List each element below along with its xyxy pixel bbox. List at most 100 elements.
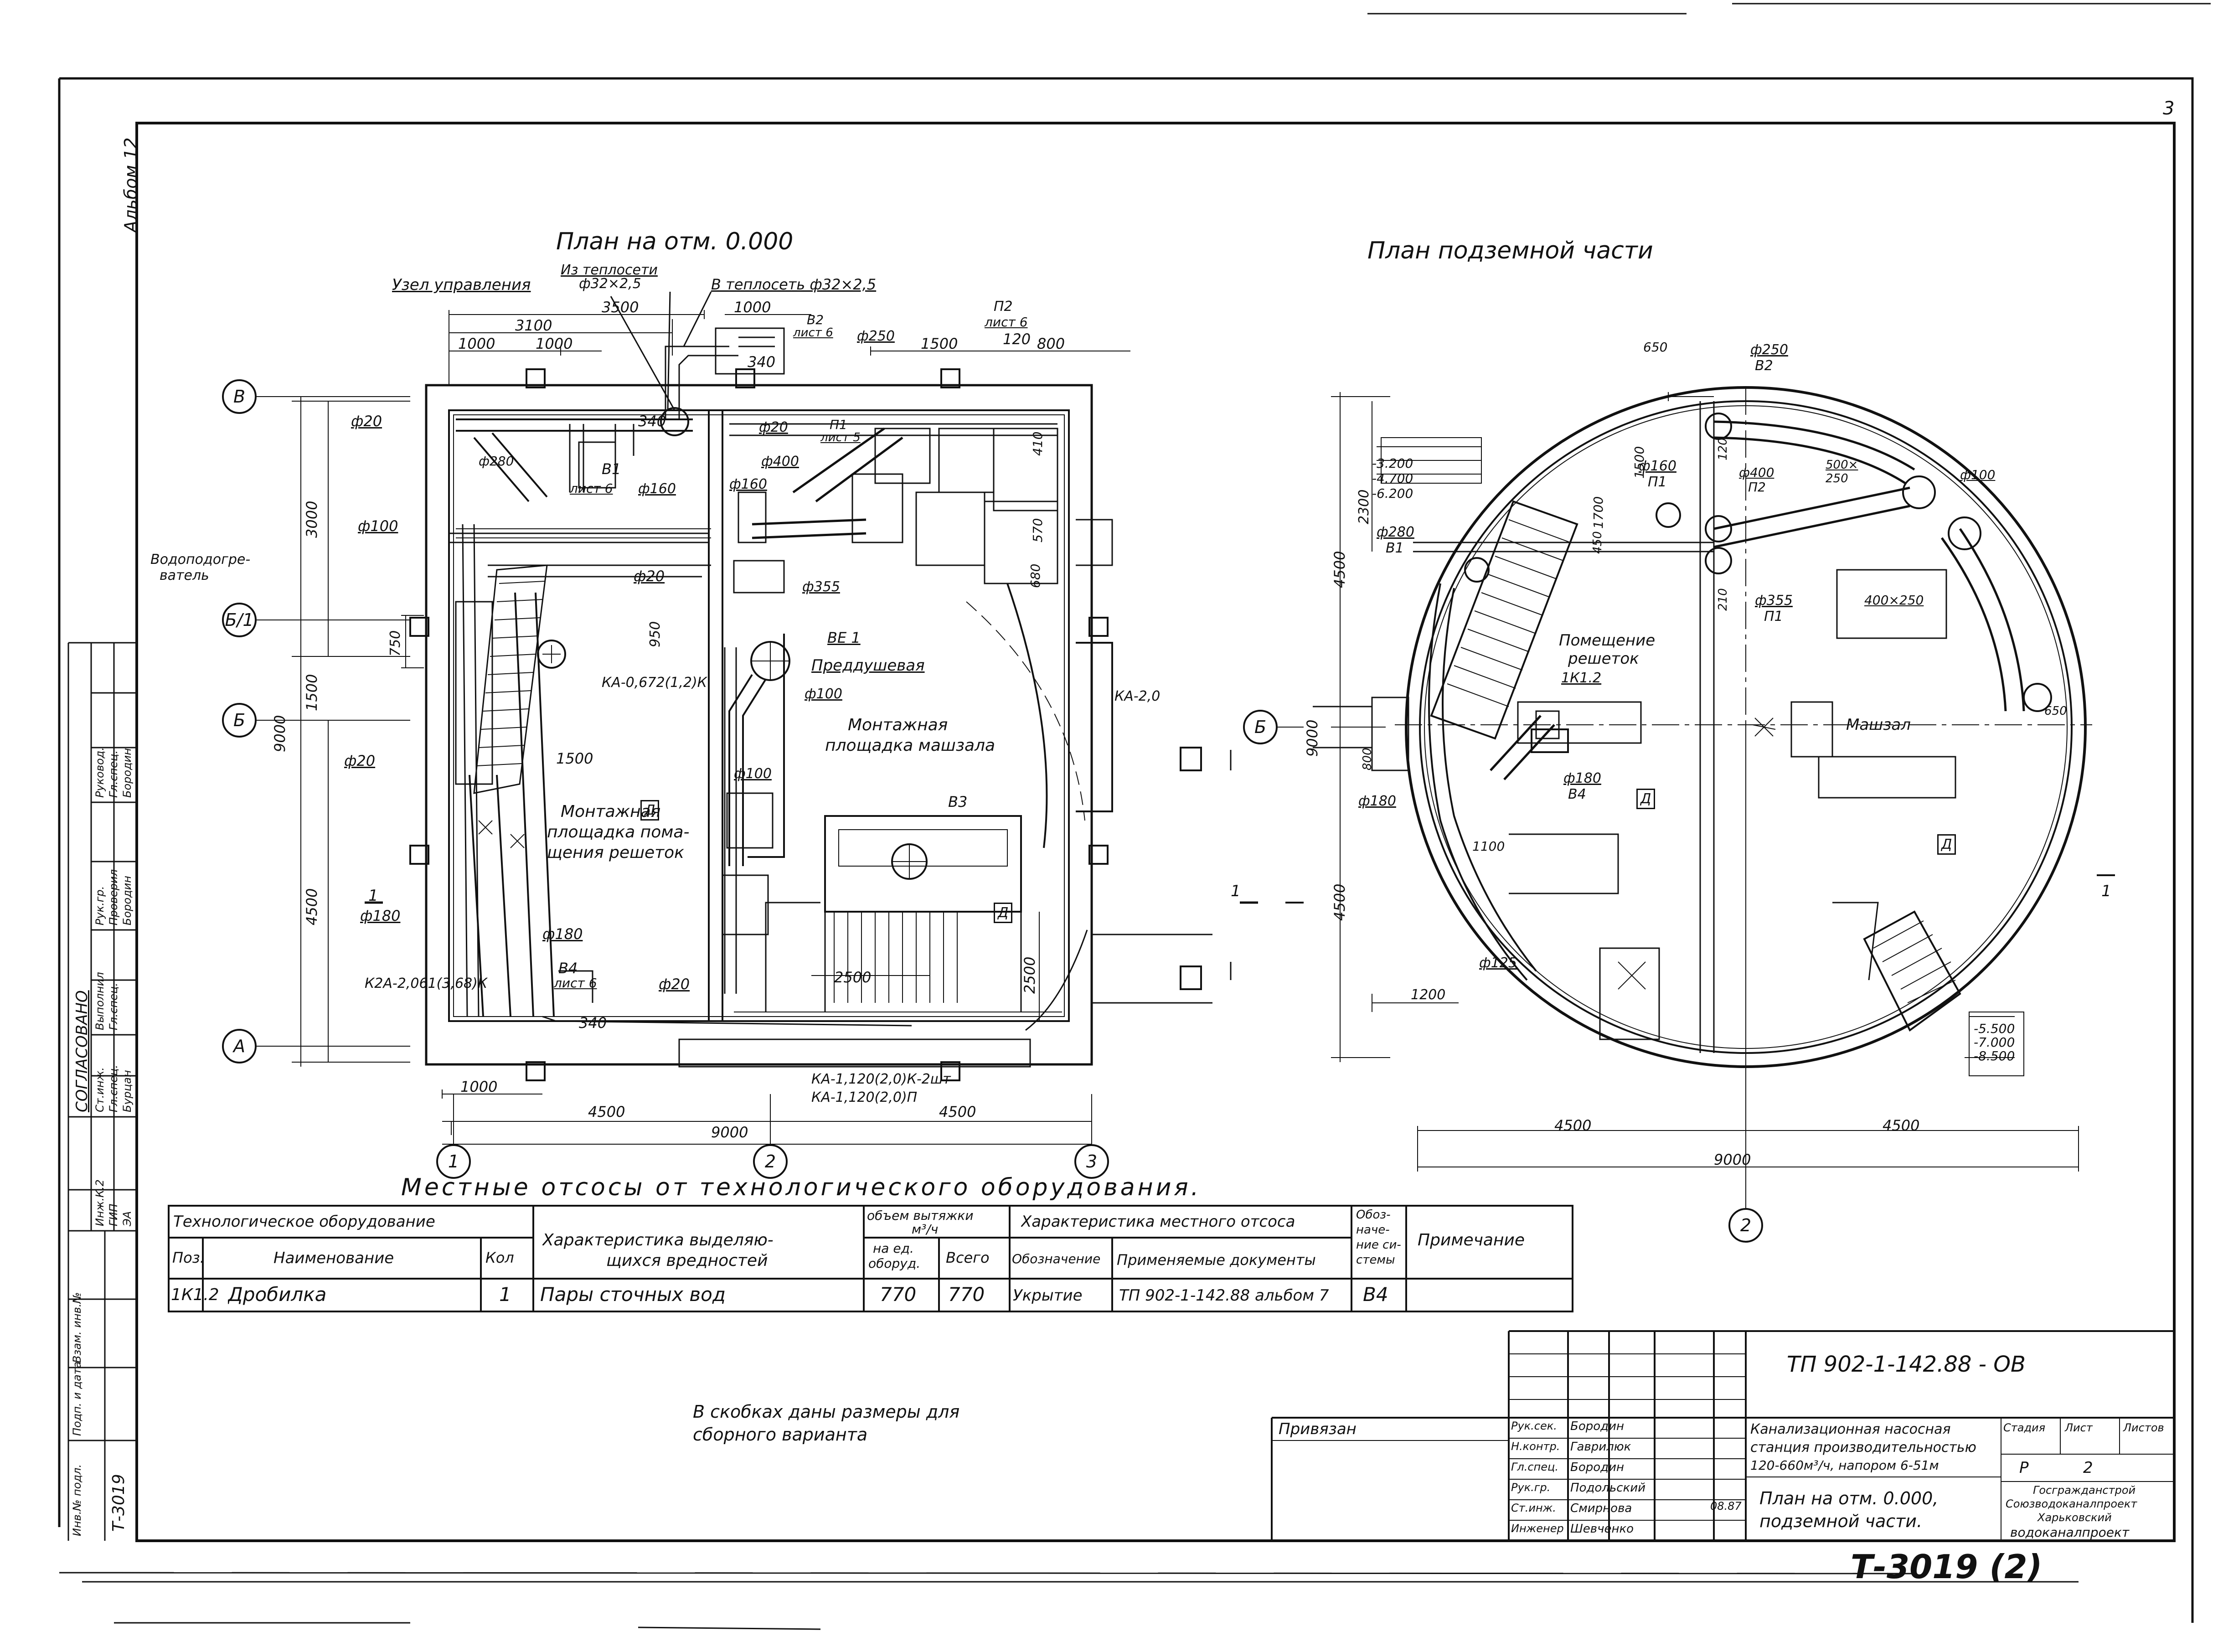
stamp-role: Н.контр. [1511,1440,1560,1453]
axis-b-ground: Б [222,703,257,738]
otsos-h-code-4: стемы [1356,1253,1395,1267]
dim-410: 410 [1030,431,1045,456]
otsos-h-vol-1: объем вытяжки [867,1208,974,1223]
stamp-project-2: станция производительностью [1750,1440,1976,1456]
u-dim-450: 450 [1591,531,1604,554]
u-dim-4500c: 4500 [1554,1117,1592,1134]
otsos-row-per: 770 [880,1283,917,1306]
side-soglasovano: СОГЛАСОВАНО [73,990,91,1112]
stamp-date: 08.87 [1710,1500,1742,1513]
label-ve1: ВЕ 1 [827,629,861,646]
label-mashzal: Машзал [1846,716,1911,734]
label-v3: В3 [948,793,968,811]
otsos-row-qty: 1 [499,1283,511,1306]
stamp-code: ТП 902-1-142.88 - ОВ [1787,1352,2026,1377]
label-d20d: ф20 [659,976,690,993]
dim-1000b: 1000 [536,335,573,352]
u-dim-4500b: 4500 [1331,883,1348,921]
label-v1: В1 [602,460,621,478]
otsos-row-pos: 1К1.2 [171,1285,219,1304]
axis-2-under: 2 [1728,1208,1763,1243]
dim-2500a: 2500 [834,969,872,986]
label-d160a: ф160 [638,481,676,497]
u-dim-2300: 2300 [1356,489,1372,524]
u-label-d: Д [1636,789,1656,809]
label-uzel: Узел управления [392,276,531,294]
u-label-d400: ф400 [1739,465,1774,480]
dim-570: 570 [1030,518,1045,542]
u-dim-9000h: 9000 [1714,1151,1751,1168]
dim-4500b: 4500 [939,1103,976,1120]
side-person-1: Руковод. [93,747,106,798]
bottom-code: Т-3019 (2) [1851,1548,2043,1586]
label-d250: ф250 [857,328,895,344]
label-d280: ф280 [479,454,514,469]
label-vodopodogrevatel-1: Водоподогре- [150,552,251,568]
label-d-ground: Д [640,800,660,821]
otsos-h-qty: Кол [485,1249,514,1266]
u-label-d2: Д [1937,834,1956,855]
dim-1000bot: 1000 [460,1078,498,1095]
label-p2-list: лист 6 [985,315,1028,330]
stamp-name: Бородин [1570,1420,1625,1433]
side-row-1: Инж.К.2 [93,1179,106,1226]
side-inv: Инв.№ подл. [71,1464,83,1536]
u-label-d100: ф100 [1960,467,1996,482]
stamp-role: Рук.гр. [1511,1481,1551,1494]
label-iz-teploseti-size: ф32×2,5 [579,276,641,292]
sheet-number: 3 [2163,98,2175,119]
section-mark-right: 1 [1231,882,1241,900]
stamp-role: Инженер [1511,1522,1564,1535]
otsos-row-name: Дробилка [228,1283,327,1306]
u-dim-4500a: 4500 [1331,551,1348,588]
ground-plan-title: План на отм. 0.000 [556,228,794,255]
dim-1500a: 1500 [921,335,958,352]
u-elev-4: -5.500 [1974,1021,2015,1036]
section-mark-left: 1 [368,887,378,905]
axis-b1-ground: Б/1 [222,603,257,637]
label-d20e: ф20 [759,419,788,435]
otsos-h-docs: Применяемые документы [1117,1251,1316,1269]
dim-9000h: 9000 [711,1124,748,1141]
label-ka-120-2: КА-1,120(2,0)П [811,1089,918,1105]
label-d180a: ф180 [360,907,401,924]
stamp-privyazan: Привязан [1279,1420,1357,1438]
label-p2: П2 [994,299,1013,315]
label-v4-list: лист 6 [554,976,597,991]
side-person-7: Ст.инж. [93,1067,106,1112]
otsos-h-char-2: щихся вредностей [606,1251,768,1270]
dim-2500b: 2500 [1021,956,1038,994]
u-dim-1200: 1200 [1411,987,1446,1003]
dim-4500a: 4500 [588,1103,625,1120]
u-label-b4: В4 [1568,786,1586,802]
side-podp: Подп. и дата [71,1361,83,1436]
u-label-500: 500× [1826,458,1858,472]
stamp-sheet-title-1: План на отм. 0.000, [1759,1488,1939,1508]
label-mont-mash-2: площадка машзала [825,736,996,755]
label-mont-resh-3: щения решеток [547,843,684,862]
side-album: Альбом 12 [121,137,141,232]
label-p1: П1 [830,417,847,432]
u-elev-5: -7.000 [1974,1035,2015,1050]
u-dim-4500d: 4500 [1883,1117,1920,1134]
side-person-6: Гл.спец. [107,983,120,1030]
otsos-h-code-3: ние си- [1356,1238,1401,1252]
otsos-h-char-1: Характеристика выделяю- [542,1231,774,1249]
stamp-h-stage: Стадия [2003,1421,2046,1434]
label-mont-resh-2: площадка пома- [547,823,690,841]
dim-950: 950 [647,621,663,647]
underground-plan-title: План подземной части [1367,237,1653,264]
side-person-5: Выполнил [93,972,106,1030]
u-dim-1700: 1700 [1591,496,1606,529]
label-d100c: ф100 [734,766,772,782]
dim-1000a: 1000 [458,335,495,352]
otsos-row-code: В4 [1363,1283,1388,1306]
u-dim-1500: 1500 [1632,446,1647,479]
dim-1500b: 1500 [556,750,593,767]
label-pom-resh-1: Помещение [1559,631,1656,650]
u-dim-650b: 650 [2044,704,2067,718]
u-dim-210: 210 [1716,588,1730,611]
side-person-3: Рук.гр. [93,886,106,925]
